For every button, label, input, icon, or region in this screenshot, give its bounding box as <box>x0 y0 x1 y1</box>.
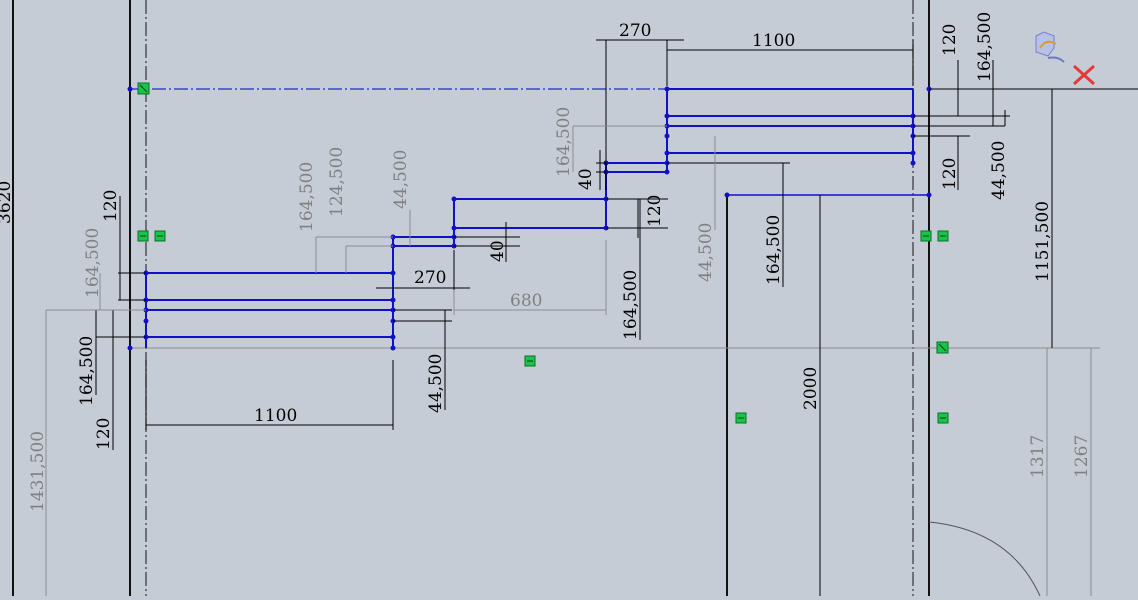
sketch-point[interactable] <box>127 345 133 351</box>
sketch-point[interactable] <box>390 345 396 351</box>
dimension-text[interactable]: 680 <box>510 291 542 311</box>
sketch-point[interactable] <box>390 270 396 276</box>
sketch-geometry[interactable] <box>127 86 932 351</box>
dimension-text[interactable]: 44,500 <box>426 354 446 413</box>
dimension-text[interactable]: 270 <box>414 268 446 288</box>
dimension-text[interactable]: 1100 <box>254 406 297 426</box>
dimension-texts-gray[interactable]: 164,500 164,500 124,500 44,500 680 44,50… <box>28 107 1092 512</box>
sketch-point[interactable] <box>910 150 916 156</box>
sketch-point[interactable] <box>910 160 916 166</box>
sketch-point[interactable] <box>664 150 670 156</box>
dimension-text[interactable]: 3620 <box>0 181 15 224</box>
rebuild-arrows-icon[interactable] <box>1035 31 1065 63</box>
dimension-text[interactable]: 1431,500 <box>28 431 48 512</box>
dimension-text[interactable]: 120 <box>94 418 114 450</box>
relation-markers[interactable] <box>137 82 949 424</box>
sketch-points[interactable] <box>127 86 932 351</box>
dimension-text[interactable]: 164,500 <box>297 162 317 232</box>
relation-marks <box>139 84 947 419</box>
dimension-text[interactable]: 164,500 <box>554 107 574 177</box>
dimension-lines-gray <box>45 125 1092 596</box>
sketch-point[interactable] <box>664 86 670 92</box>
sketch-point[interactable] <box>664 113 670 119</box>
door-swing-arc <box>928 521 1041 597</box>
sketch-point[interactable] <box>926 192 932 198</box>
dimension-text[interactable]: 44,500 <box>989 141 1009 200</box>
dimension-text[interactable]: 2000 <box>801 367 821 410</box>
close-x-icon[interactable] <box>1072 64 1096 86</box>
sketch-point[interactable] <box>664 169 670 175</box>
dimension-text[interactable]: 164,500 <box>77 336 97 406</box>
dimension-text[interactable]: 1267 <box>1072 435 1092 478</box>
dimension-text[interactable]: 120 <box>101 190 121 222</box>
dimension-text[interactable]: 124,500 <box>327 147 347 217</box>
sketch-point[interactable] <box>127 86 133 92</box>
dimension-text[interactable]: 44,500 <box>391 150 411 209</box>
dimension-text[interactable]: 164,500 <box>83 228 103 298</box>
dimension-text[interactable]: 40 <box>488 240 508 262</box>
dimension-text[interactable]: 164,500 <box>764 215 784 285</box>
sketch-point[interactable] <box>451 225 457 231</box>
sketch-point[interactable] <box>664 133 670 139</box>
dimension-texts-dark[interactable]: 270 1100 120 164,500 40 120 120 44,500 1… <box>0 12 1053 450</box>
sketch-point[interactable] <box>451 196 457 202</box>
sketch-point[interactable] <box>143 318 149 324</box>
sketch-point[interactable] <box>390 297 396 303</box>
dimension-text[interactable]: 120 <box>645 195 665 227</box>
sketch-point[interactable] <box>390 334 396 340</box>
walls <box>12 0 930 596</box>
dimension-text[interactable]: 120 <box>940 24 960 56</box>
sketch-point[interactable] <box>724 192 730 198</box>
dimension-text[interactable]: 164,500 <box>975 12 995 82</box>
dimension-text[interactable]: 120 <box>940 158 960 190</box>
dimension-text[interactable]: 1100 <box>752 31 795 51</box>
dimension-text[interactable]: 164,500 <box>621 270 641 340</box>
dimension-text[interactable]: 270 <box>619 21 651 41</box>
dimension-text[interactable]: 1151,500 <box>1033 201 1053 282</box>
dimension-text[interactable]: 40 <box>576 168 596 190</box>
dimension-text[interactable]: 44,500 <box>696 223 716 282</box>
dimension-lines-dark <box>95 39 1138 596</box>
dimension-text[interactable]: 1317 <box>1028 435 1048 478</box>
